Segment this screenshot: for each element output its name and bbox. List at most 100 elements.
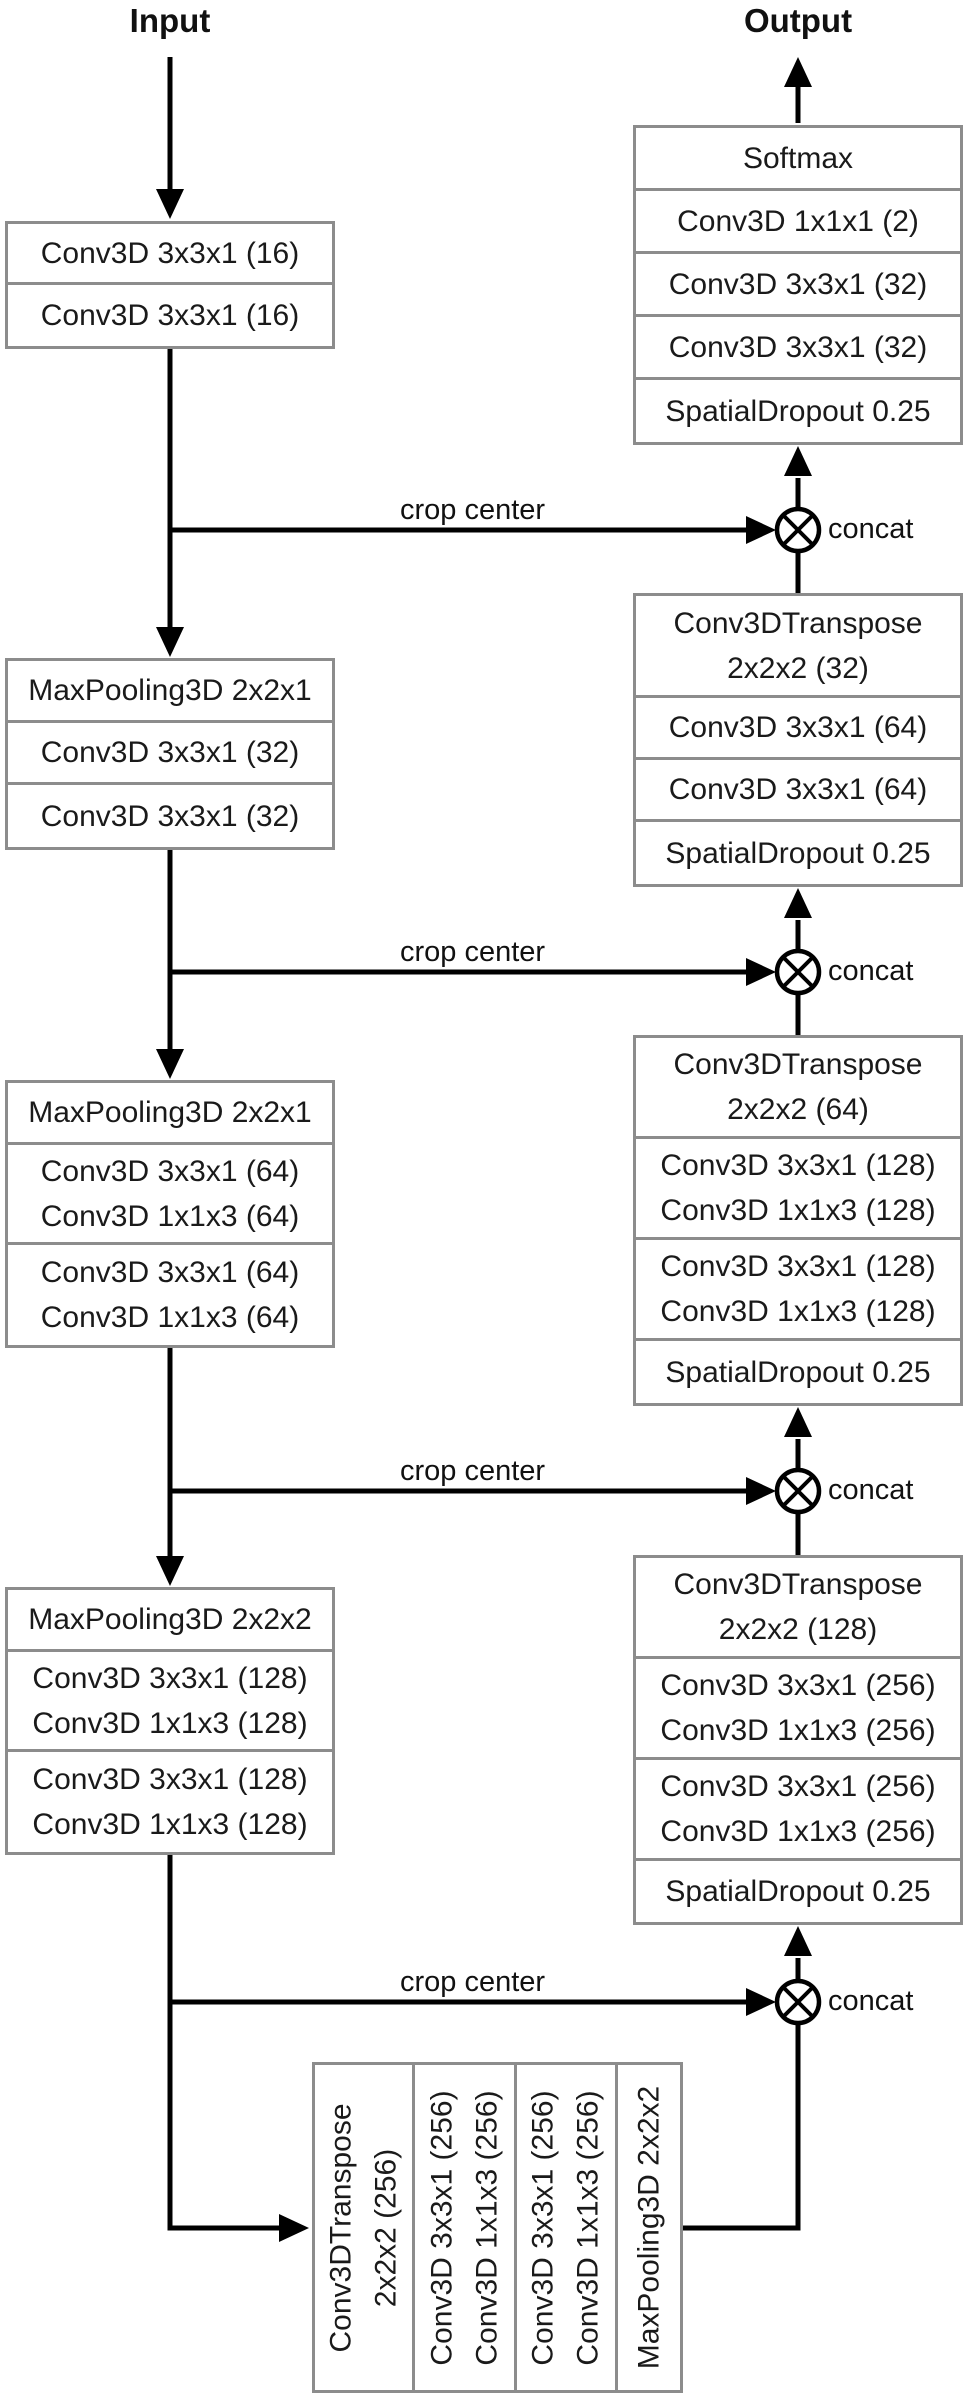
layer-label: Conv3D 1x1x3 (128) xyxy=(32,1706,308,1740)
layer-row: Conv3D 1x1x1 (2) xyxy=(636,191,960,254)
layer-row: Conv3DTranspose 2x2x2 (128) xyxy=(636,1558,960,1659)
layer-row: Conv3D 3x3x1 (256) Conv3D 1x1x3 (256) xyxy=(636,1760,960,1861)
layer-row: Conv3D 3x3x1 (16) xyxy=(8,224,332,285)
layer-label: Conv3D 1x1x3 (256) xyxy=(660,1714,936,1747)
layer-label: 2x2x2 (256) xyxy=(369,2148,403,2307)
layer-row: MaxPooling3D 2x2x1 xyxy=(8,1083,332,1145)
decoder-block-1: Softmax Conv3D 1x1x1 (2) Conv3D 3x3x1 (3… xyxy=(633,125,963,445)
layer-label: 2x2x2 (32) xyxy=(727,651,869,685)
arrowhead-output xyxy=(784,57,812,87)
layer-row: MaxPooling3D 2x2x2 xyxy=(8,1590,332,1652)
layer-label: Conv3D 1x1x3 (64) xyxy=(40,1301,300,1334)
encoder-block-4: MaxPooling3D 2x2x2 Conv3D 3x3x1 (128) Co… xyxy=(5,1587,335,1855)
layer-label: Conv3D 3x3x1 (16) xyxy=(40,299,300,332)
layer-label: Conv3D 3x3x1 (256) xyxy=(527,2089,560,2366)
decoder-block-4: Conv3DTranspose 2x2x2 (128) Conv3D 3x3x1… xyxy=(633,1555,963,1925)
concat-label-4: concat xyxy=(828,1985,914,2017)
layer-label: Conv3DTranspose xyxy=(324,2102,358,2353)
layer-row: Conv3D 3x3x1 (64) Conv3D 1x1x3 (64) xyxy=(8,1145,332,1245)
arrowhead-into-decoder4 xyxy=(784,1926,812,1956)
layer-label: MaxPooling3D 2x2x1 xyxy=(28,1096,312,1129)
crop-center-label-2: crop center xyxy=(400,936,546,968)
layer-label: Conv3D 1x1x3 (128) xyxy=(660,1295,936,1328)
layer-label: 2x2x2 (128) xyxy=(718,1613,878,1646)
concat-node-4 xyxy=(774,1978,822,2026)
layer-row: Conv3DTranspose 2x2x2 (32) xyxy=(636,596,960,698)
crop-center-label-4: crop center xyxy=(400,1966,546,1998)
arrowhead-into-encoder1 xyxy=(156,189,184,219)
encoder-to-bottleneck-line xyxy=(167,1855,281,2231)
layer-row: Conv3D 3x3x1 (16) xyxy=(8,285,332,346)
arrowhead-skip-4 xyxy=(746,1988,776,2016)
layer-label: Conv3D 3x3x1 (32) xyxy=(40,736,300,769)
concat-label-2: concat xyxy=(828,955,914,987)
layer-column: Conv3DTranspose 2x2x2 (256) xyxy=(315,2065,415,2390)
layer-label: SpatialDropout 0.25 xyxy=(665,836,931,870)
layer-label: Conv3D 3x3x1 (128) xyxy=(32,1661,308,1695)
rotated-layer-label: MaxPooling3D 2x2x2 xyxy=(627,2086,672,2370)
layer-label: Conv3D 1x1x3 (128) xyxy=(660,1194,936,1227)
arrowhead-into-encoder2 xyxy=(156,627,184,657)
layer-label: Conv3D 1x1x3 (256) xyxy=(660,1815,936,1848)
layer-row: Conv3D 3x3x1 (256) Conv3D 1x1x3 (256) xyxy=(636,1659,960,1760)
layer-label: Conv3D 1x1x3 (128) xyxy=(32,1808,308,1841)
crop-center-label-1: crop center xyxy=(400,494,546,526)
layer-label: Conv3DTranspose xyxy=(673,1048,923,1081)
layer-label: Conv3D 3x3x1 (256) xyxy=(425,2089,459,2366)
concat-node-3 xyxy=(774,1467,822,1515)
layer-row: Conv3D 3x3x1 (128) Conv3D 1x1x3 (128) xyxy=(8,1652,332,1752)
layer-label: Conv3D 3x3x1 (256) xyxy=(660,1669,936,1702)
encoder-block-3: MaxPooling3D 2x2x1 Conv3D 3x3x1 (64) Con… xyxy=(5,1080,335,1348)
layer-label: Conv3D 1x1x3 (64) xyxy=(40,1199,300,1233)
layer-row: SpatialDropout 0.25 xyxy=(636,1341,960,1403)
layer-label: SpatialDropout 0.25 xyxy=(665,394,931,428)
layer-column: Conv3D 3x3x1 (256) Conv3D 1x1x3 (256) xyxy=(415,2065,517,2390)
layer-label: 2x2x2 (64) xyxy=(727,1093,869,1126)
layer-label: Conv3D 1x1x1 (2) xyxy=(677,204,919,238)
layer-row: MaxPooling3D 2x2x1 xyxy=(8,661,332,723)
arrowhead-into-decoder1 xyxy=(784,446,812,476)
layer-row: SpatialDropout 0.25 xyxy=(636,380,960,442)
layer-label: Conv3D 3x3x1 (128) xyxy=(660,1250,936,1283)
rotated-layer-label: Conv3D 3x3x1 (256) Conv3D 1x1x3 (256) xyxy=(420,2090,510,2365)
arrowhead-into-decoder3 xyxy=(784,1407,812,1437)
concat-node-2 xyxy=(774,948,822,996)
arrowhead-into-encoder4 xyxy=(156,1556,184,1586)
layer-row: Conv3D 3x3x1 (32) xyxy=(636,317,960,380)
layer-label: Conv3D 3x3x1 (128) xyxy=(660,1149,936,1182)
layer-label: Conv3D 3x3x1 (64) xyxy=(668,773,928,806)
layer-column: MaxPooling3D 2x2x2 xyxy=(618,2065,680,2390)
layer-label: Conv3D 3x3x1 (32) xyxy=(668,267,928,301)
decoder-block-2: Conv3DTranspose 2x2x2 (32) Conv3D 3x3x1 … xyxy=(633,593,963,887)
layer-label: Conv3D 3x3x1 (32) xyxy=(668,330,928,364)
layer-row: Conv3D 3x3x1 (32) xyxy=(636,254,960,317)
layer-row: Conv3D 3x3x1 (64) xyxy=(636,698,960,760)
layer-label: Conv3DTranspose xyxy=(673,606,923,640)
arrowhead-skip-2 xyxy=(746,958,776,986)
arrowhead-skip-1 xyxy=(746,516,776,544)
layer-label: Conv3D 3x3x1 (16) xyxy=(40,236,300,270)
arrowhead-skip-3 xyxy=(746,1477,776,1505)
decoder-block-3: Conv3DTranspose 2x2x2 (64) Conv3D 3x3x1 … xyxy=(633,1035,963,1406)
arrowhead-into-bottleneck xyxy=(279,2214,309,2242)
layer-row: SpatialDropout 0.25 xyxy=(636,822,960,884)
layer-row: SpatialDropout 0.25 xyxy=(636,1861,960,1922)
layer-label: Conv3DTranspose xyxy=(673,1568,923,1601)
layer-label: SpatialDropout 0.25 xyxy=(665,1355,931,1389)
concat-label-1: concat xyxy=(828,513,914,545)
layer-row: Conv3D 3x3x1 (64) Conv3D 1x1x3 (64) xyxy=(8,1245,332,1345)
layer-label: Conv3D 3x3x1 (64) xyxy=(668,711,928,744)
layer-label: Softmax xyxy=(742,141,854,175)
layer-row: Conv3D 3x3x1 (32) xyxy=(8,723,332,785)
layer-row: Conv3D 3x3x1 (128) Conv3D 1x1x3 (128) xyxy=(636,1139,960,1240)
arrowhead-into-decoder2 xyxy=(784,888,812,918)
layer-label: MaxPooling3D 2x2x2 xyxy=(632,2085,666,2370)
layer-row: Conv3D 3x3x1 (128) Conv3D 1x1x3 (128) xyxy=(636,1240,960,1341)
layer-label: MaxPooling3D 2x2x2 xyxy=(28,1603,312,1636)
layer-column: Conv3D 3x3x1 (256) Conv3D 1x1x3 (256) xyxy=(517,2065,618,2390)
rotated-layer-label: Conv3DTranspose 2x2x2 (256) xyxy=(319,2103,409,2352)
layer-label: Conv3D 3x3x1 (64) xyxy=(40,1154,300,1188)
bottleneck-block: Conv3DTranspose 2x2x2 (256) Conv3D 3x3x1… xyxy=(312,2062,683,2393)
output-title: Output xyxy=(743,2,853,39)
